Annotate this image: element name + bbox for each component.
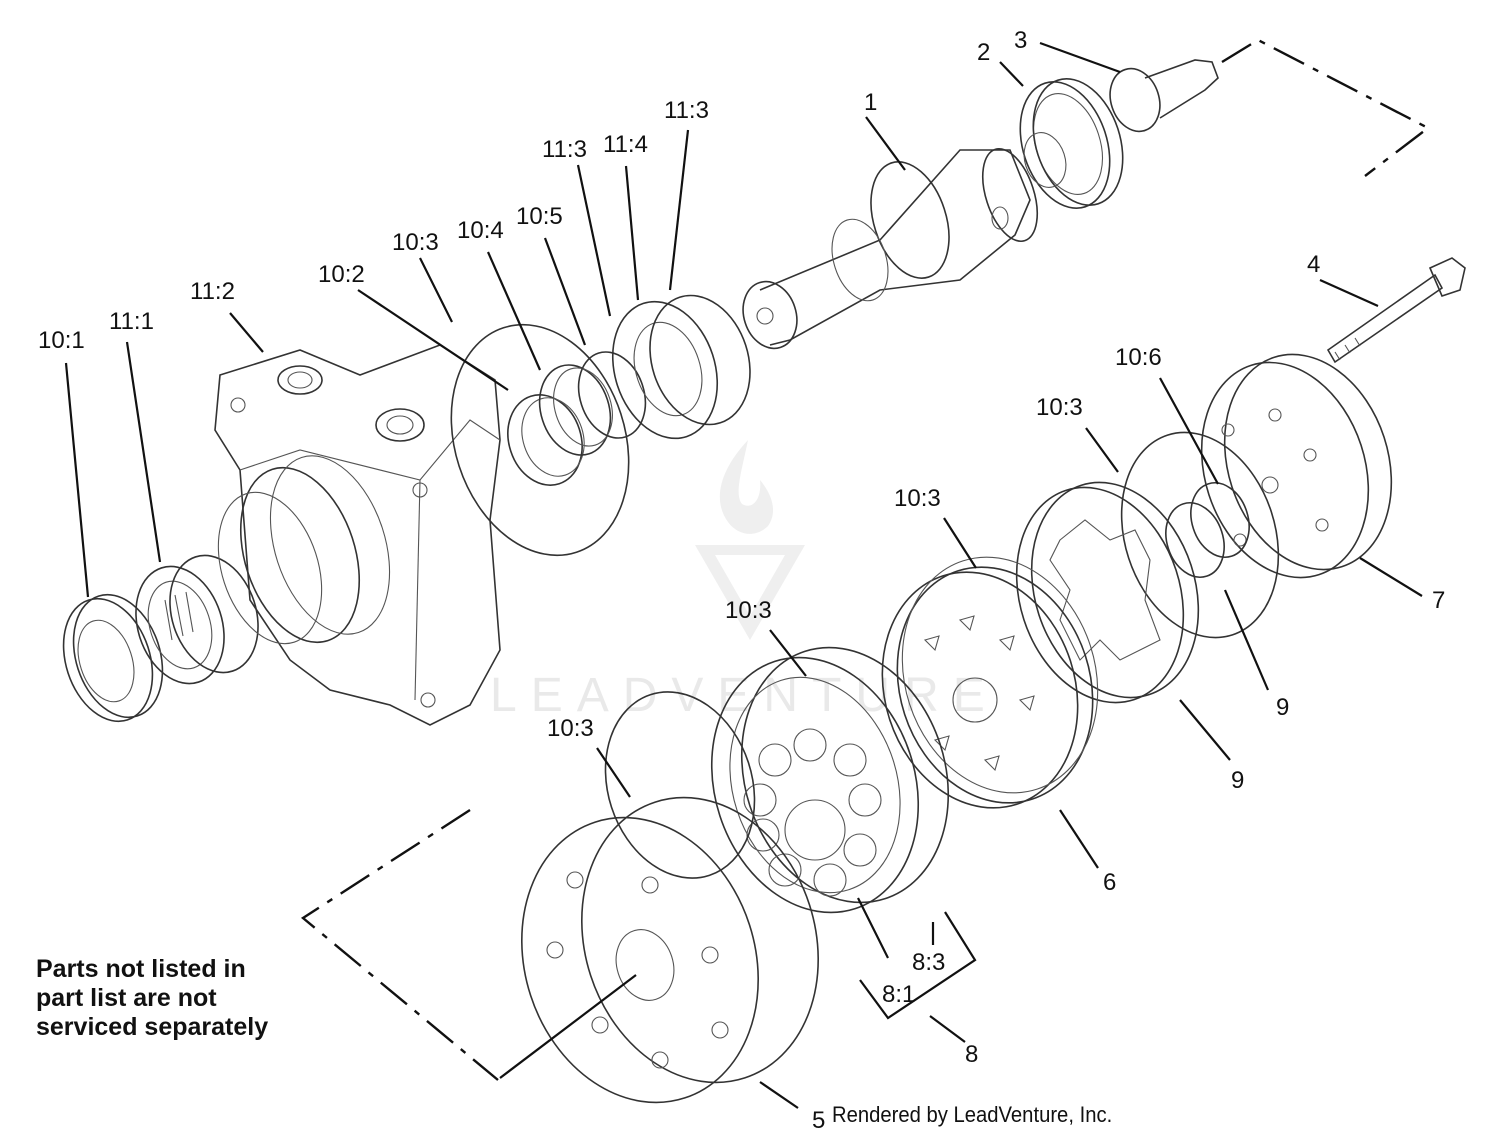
part-oring-10-3 (450, 323, 630, 557)
part-ring-10-4 (538, 364, 613, 456)
callout-10-3-bottom: 10:3 (547, 715, 594, 742)
part-plate-9 (1015, 481, 1200, 704)
part-housing-11-2 (214, 344, 501, 726)
part-end-plate-5 (521, 691, 819, 1104)
callout-11-3-left: 11:3 (542, 136, 587, 163)
callout-5: 5 (812, 1107, 825, 1134)
assembly-bracket-bottom (300, 808, 499, 1081)
callout-10-6: 10:6 (1115, 344, 1162, 371)
service-note-line: serviced separately (36, 1013, 269, 1041)
watermark: LEADVENTURE (490, 669, 999, 722)
part-manifold-6 (881, 556, 1099, 809)
part-gerotor-8 (710, 646, 950, 914)
service-note-line: Parts not listed in (36, 955, 246, 983)
part-seal-10-1 (62, 593, 164, 723)
callout-10-3-top: 10:3 (392, 229, 439, 256)
callout-11-1: 11:1 (109, 308, 154, 335)
part-bolt-4 (1326, 257, 1466, 364)
part-seal-10-6 (1165, 482, 1250, 578)
callout-10-4: 10:4 (457, 217, 504, 244)
part-ring-10-5 (577, 351, 647, 439)
callout-11-4: 11:4 (603, 131, 648, 158)
callout-10-3-mid: 10:3 (894, 485, 941, 512)
service-note: Parts not listed in part list are not se… (36, 955, 356, 1042)
part-oring-10-3-right (1120, 431, 1280, 639)
callout-11-2: 11:2 (190, 278, 235, 305)
callout-10-2: 10:2 (318, 261, 365, 288)
callout-10-3-right: 10:3 (1036, 394, 1083, 421)
part-bearing-2 (1019, 78, 1124, 209)
callout-6: 6 (1103, 869, 1116, 896)
leader-lines (64, 41, 1423, 1109)
callout-1: 1 (864, 89, 877, 116)
callout-2: 2 (977, 39, 990, 66)
callout-3: 3 (1014, 27, 1027, 54)
callout-labels: 1 2 3 4 5 6 7 8 8:1 8:3 9 9 10:1 10:2 10… (38, 27, 1445, 1134)
callout-10-3-lower: 10:3 (725, 597, 772, 624)
callout-11-3-right: 11:3 (664, 97, 709, 124)
callout-10-5: 10:5 (516, 203, 563, 230)
part-bearing-11-3 (611, 294, 751, 440)
callout-10-1: 10:1 (38, 327, 85, 354)
render-credit: Rendered by LeadVenture, Inc. (832, 1102, 1113, 1127)
callout-8-1: 8:1 (882, 981, 915, 1008)
service-note-line: part list are not (36, 984, 217, 1012)
callout-9-upper: 9 (1276, 694, 1289, 721)
assembly-bracket-top (1221, 38, 1431, 177)
watermark-logo (695, 440, 805, 640)
part-end-cap-7 (1200, 353, 1393, 579)
part-bearing-11-1 (135, 554, 259, 685)
part-shaft-1 (742, 147, 1039, 350)
part-seal-10-2 (507, 394, 585, 486)
callout-9-lower: 9 (1231, 767, 1244, 794)
bracket-8 (859, 911, 977, 1043)
callout-4: 4 (1307, 251, 1320, 278)
callout-8-3: 8:3 (912, 949, 945, 976)
part-drive-3 (1023, 59, 1219, 188)
callout-8: 8 (965, 1041, 978, 1068)
callout-7: 7 (1432, 587, 1445, 614)
